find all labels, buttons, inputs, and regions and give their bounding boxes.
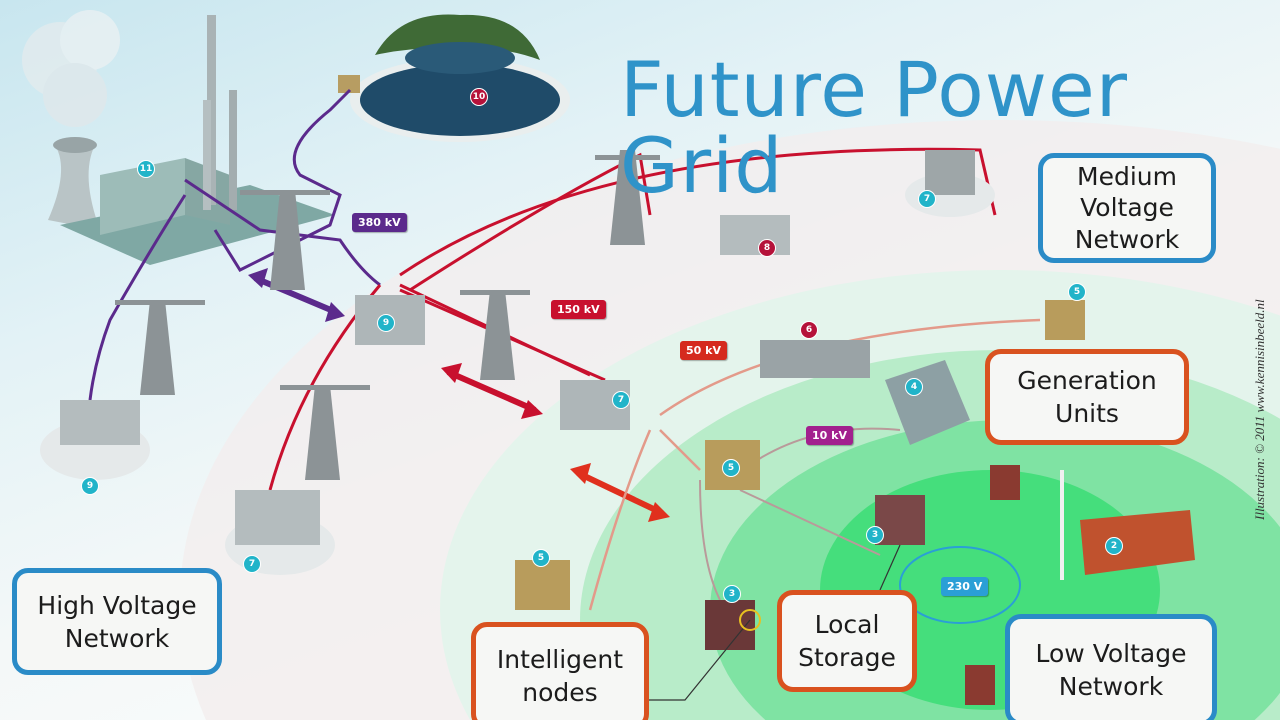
badge-substation-hv-left: 9 bbox=[81, 477, 99, 495]
badge-greenhouse: 4 bbox=[905, 378, 923, 396]
badge-transformer-bottom: 5 bbox=[532, 549, 550, 567]
callout-local-storage: Local Storage bbox=[777, 590, 917, 692]
badge-substation-mv-left: 7 bbox=[243, 555, 261, 573]
steam-cloud bbox=[22, 10, 120, 127]
hv-exchange-arrow bbox=[253, 275, 340, 316]
arrowhead bbox=[441, 363, 462, 383]
badge-storage-unit: 3 bbox=[866, 526, 884, 544]
callout-text: Local bbox=[814, 610, 880, 639]
callout-text: Network bbox=[1058, 672, 1164, 701]
high-voltage-lines bbox=[88, 88, 381, 401]
callout-text: Voltage bbox=[1080, 193, 1174, 223]
badge-substation-hv-center: 9 bbox=[377, 314, 395, 332]
arrowhead bbox=[325, 302, 345, 322]
callout-intelligent-nodes: Intelligent nodes bbox=[471, 622, 649, 720]
badge-reservoir: 10 bbox=[470, 88, 488, 106]
arrowhead bbox=[570, 463, 591, 484]
callout-text: nodes bbox=[522, 678, 598, 707]
arrowhead bbox=[521, 400, 543, 419]
callout-text: Network bbox=[1074, 224, 1180, 254]
callout-low-voltage-network: Low Voltage Network bbox=[1005, 614, 1217, 720]
badge-transformer-center: 5 bbox=[722, 459, 740, 477]
pumped-storage-reservoir bbox=[338, 14, 570, 142]
coal-power-plant bbox=[48, 15, 335, 265]
callout-text: High Voltage bbox=[37, 590, 197, 620]
page-title: Future Power Grid bbox=[620, 45, 1128, 210]
badge-nuclear: 8 bbox=[758, 239, 776, 257]
voltage-label-230v: 230 V bbox=[941, 577, 989, 596]
callout-text: Medium bbox=[1077, 162, 1177, 192]
badge-smart-node-house: 3 bbox=[723, 585, 741, 603]
badge-substation-mv-top: 7 bbox=[918, 190, 936, 208]
voltage-label-380kv: 380 kV bbox=[352, 213, 407, 232]
callout-text: Units bbox=[1055, 399, 1119, 428]
badge-transformer-top-right: 5 bbox=[1068, 283, 1086, 301]
substations bbox=[40, 150, 1195, 705]
arrowhead bbox=[648, 502, 670, 522]
badge-power-plant: 11 bbox=[137, 160, 155, 178]
arrowhead bbox=[248, 268, 268, 288]
callout-medium-voltage-network: Medium Voltage Network bbox=[1038, 153, 1216, 263]
callout-text: Low Voltage bbox=[1035, 639, 1187, 668]
callout-text: Intelligent bbox=[496, 645, 624, 674]
callout-generation-units: Generation Units bbox=[985, 349, 1189, 445]
badge-ev-charging: 6 bbox=[800, 321, 818, 339]
voltage-label-50kv: 50 kV bbox=[680, 341, 727, 360]
mv-exchange-arrow bbox=[446, 369, 537, 413]
illustration-credit: Illustration: © 2011 www.kennisinbeeld.n… bbox=[1252, 299, 1267, 520]
voltage-label-10kv: 10 kV bbox=[806, 426, 853, 445]
badge-farm: 2 bbox=[1105, 537, 1123, 555]
callout-high-voltage-network: High Voltage Network bbox=[12, 568, 222, 675]
callout-text: Storage bbox=[798, 643, 896, 672]
transmission-pylons bbox=[115, 150, 660, 480]
badge-substation-mv-center: 7 bbox=[612, 391, 630, 409]
lv-exchange-arrow bbox=[576, 470, 664, 516]
callout-text: Generation bbox=[1017, 366, 1157, 395]
callout-text: Network bbox=[64, 623, 170, 653]
voltage-label-150kv: 150 kV bbox=[551, 300, 606, 319]
